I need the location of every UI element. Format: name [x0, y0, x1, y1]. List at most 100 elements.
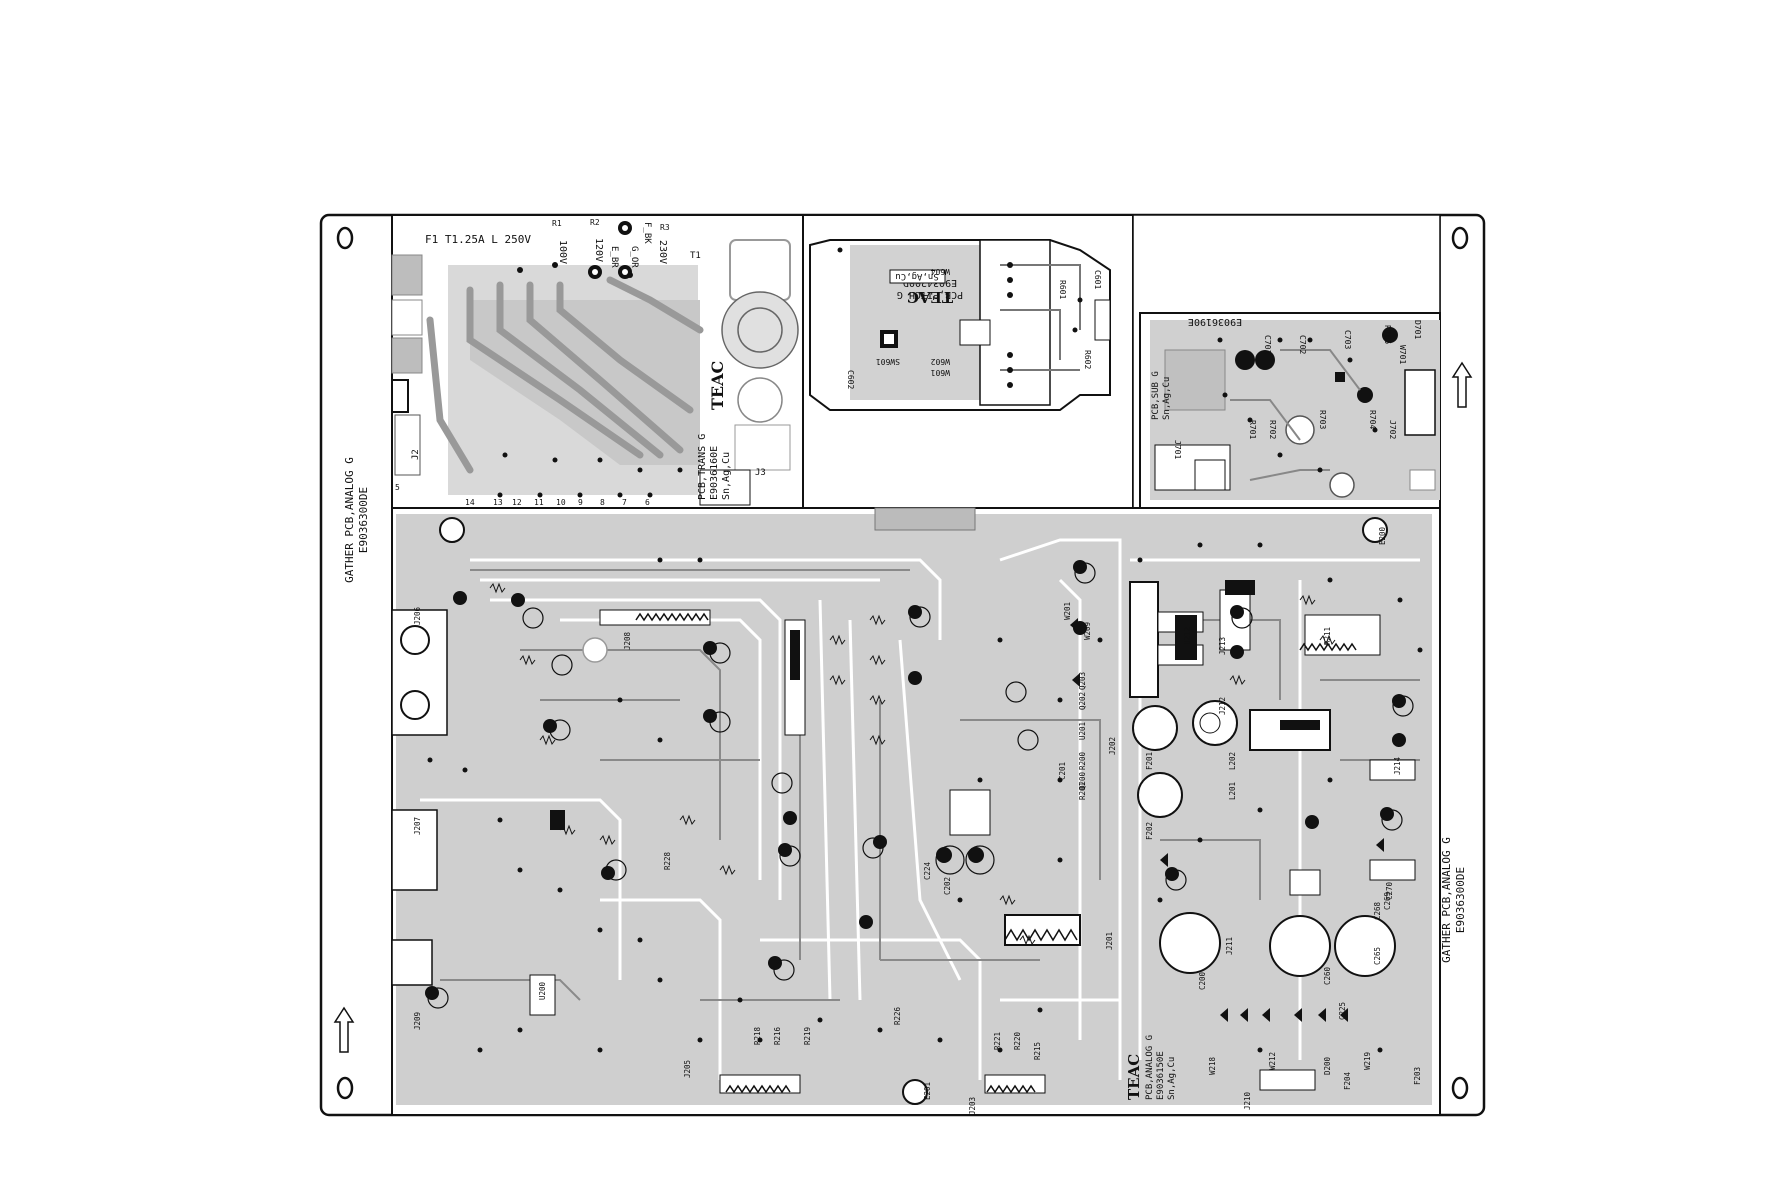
pitch-ref-label: R601	[1058, 280, 1067, 299]
tap-f-bk-label: F_BK	[642, 222, 652, 244]
ref-label: U212	[1183, 627, 1192, 645]
ref-label: C265	[1373, 947, 1382, 965]
pin-label: 12	[512, 498, 522, 507]
ref-label: R201	[1078, 782, 1087, 800]
ref-label: J209	[413, 1012, 422, 1030]
sub-pcb-finish: Sn,Ag,Cu	[1162, 377, 1172, 420]
ref-label: C202	[943, 877, 952, 895]
connector-j3-label: J3	[755, 468, 766, 478]
ref-label: U201	[1078, 722, 1087, 740]
sub-ref-label: R704	[1368, 410, 1377, 429]
ref-label: R216	[773, 1026, 782, 1045]
ref-label: F203	[1413, 1067, 1422, 1085]
ref-label: Q203	[1078, 672, 1087, 690]
pitch-ref-label: C602	[846, 370, 855, 389]
sub-ref-label: R702	[1268, 420, 1277, 439]
pitch-ref-label: W604	[931, 267, 950, 276]
sub-ref-label: W701	[1398, 345, 1407, 364]
ref-label: L202	[1228, 752, 1237, 770]
pitch-board: TEAC PCB,PITCH G E9034200D Sn,Ag,Cu W604…	[802, 214, 1134, 509]
ref-label: F201	[1145, 752, 1154, 770]
pin-label: 6	[645, 498, 650, 507]
analog-ref-labels: J201 J202 J203 J205 J206 J207 J208 J209 …	[413, 526, 1422, 1115]
ref-label: Q202	[1078, 692, 1087, 710]
resistor-r3-label: R3	[660, 223, 670, 232]
ref-label: C270	[1385, 881, 1394, 900]
ref-label: J211	[1225, 937, 1234, 955]
ref-label: J214	[1393, 756, 1402, 775]
sub-pcb-code: E9036190E	[1188, 316, 1242, 327]
analog-pcb-label: PCB,ANALOG G E9036150E Sn,Ag,Cu	[1145, 1035, 1177, 1100]
tap-e-br-label: E_BR	[609, 246, 619, 268]
ref-label: J213	[1218, 637, 1227, 655]
pin-label: 11	[534, 498, 544, 507]
mounting-hole	[336, 226, 354, 250]
ref-label: E201	[923, 1082, 932, 1100]
sub-pcb-name: PCB,SUB G	[1151, 371, 1161, 420]
teac-logo-analog: TEAC	[1125, 1054, 1143, 1100]
trans-pcb-code: E9036160E	[709, 446, 720, 500]
trans-pcb-finish: Sn,Ag,Cu	[721, 452, 732, 500]
mounting-hole	[336, 1076, 354, 1100]
resistor-r2-label: R2	[590, 218, 600, 227]
ref-label: R211	[1323, 627, 1332, 645]
ref-label: J207	[413, 817, 422, 835]
pitch-ref-label: C601	[1093, 270, 1102, 289]
mounting-hole	[1451, 1076, 1469, 1100]
ref-label: J201	[1105, 932, 1114, 950]
ref-label: C225	[1338, 1002, 1347, 1020]
pitch-ref-label: W601	[931, 368, 950, 377]
ref-label: J202	[1108, 737, 1117, 755]
analog-pcb-finish: Sn,Ag,Cu	[1167, 1057, 1177, 1100]
ref-label: W212	[1268, 1052, 1277, 1070]
pin-label: 13	[493, 498, 503, 507]
connector-j2-label: J2	[411, 449, 421, 460]
pin-label: 5	[395, 483, 400, 492]
ref-label: R219	[803, 1027, 812, 1045]
ref-label: C200	[1198, 971, 1207, 990]
voltage-230-label: 230V	[657, 240, 668, 264]
analog-pcb-name: PCB,ANALOG G	[1145, 1035, 1155, 1100]
gather-label-line2-right: E9036300DE	[1454, 867, 1467, 933]
mounting-hole	[1451, 226, 1469, 250]
ref-label: J208	[623, 631, 632, 650]
resistor-r1-label: R1	[552, 219, 562, 228]
voltage-100-label: 100V	[557, 240, 568, 264]
pitch-ref-label: W602	[931, 357, 950, 366]
ref-label: U200	[538, 981, 547, 1000]
gather-label-line1: GATHER PCB,ANALOG G	[343, 457, 356, 583]
gather-label-line1-right: GATHER PCB,ANALOG G	[1440, 837, 1453, 963]
gather-label-line2: E9036300DE	[357, 487, 370, 553]
sub-ref-label: D701	[1413, 320, 1422, 339]
ref-label: R218	[753, 1026, 762, 1045]
ref-label: J212	[1218, 697, 1227, 715]
up-arrow-icon	[1451, 361, 1473, 408]
pitch-ref-label: SW601	[876, 357, 900, 366]
analog-board: TEAC PCB,ANALOG G E9036150E Sn,Ag,Cu J20…	[391, 507, 1441, 1116]
pin-label: 8	[600, 498, 605, 507]
tap-g-or-label: G_OR	[629, 246, 639, 268]
ref-label: C260	[1323, 966, 1332, 985]
ref-label: C201	[1058, 762, 1067, 780]
gather-label-left: GATHER PCB,ANALOG G E9036300DE	[343, 457, 370, 583]
pin-label: 10	[556, 498, 566, 507]
ref-label: E200	[1378, 526, 1387, 545]
fuse-rating-label: F1 T1.25A L 250V	[425, 233, 531, 246]
ref-label: L201	[1228, 782, 1237, 800]
sub-ref-label: R703	[1318, 410, 1327, 429]
sub-ref-label: C702	[1298, 335, 1307, 354]
ref-label: F202	[1145, 822, 1154, 840]
ref-label: F204	[1343, 1071, 1352, 1090]
pitch-pcb-finish: Sn,Ag,Cu	[895, 271, 938, 281]
pin-number-row: 14 13 12 11 10 9 8 7 6 5	[395, 483, 650, 507]
pitch-pcb-name: PCB,PITCH G	[897, 289, 963, 300]
ref-label: J206	[413, 606, 422, 625]
pin-label: 9	[578, 498, 583, 507]
ref-label: J210	[1243, 1091, 1252, 1110]
ref-label: R228	[663, 851, 672, 870]
pin-label: 7	[622, 498, 627, 507]
ref-label: J205	[683, 1060, 692, 1078]
ref-label: W209	[1083, 622, 1092, 640]
trans-pcb-label: PCB,TRANS G E9036160E Sn,Ag,Cu	[697, 434, 732, 500]
